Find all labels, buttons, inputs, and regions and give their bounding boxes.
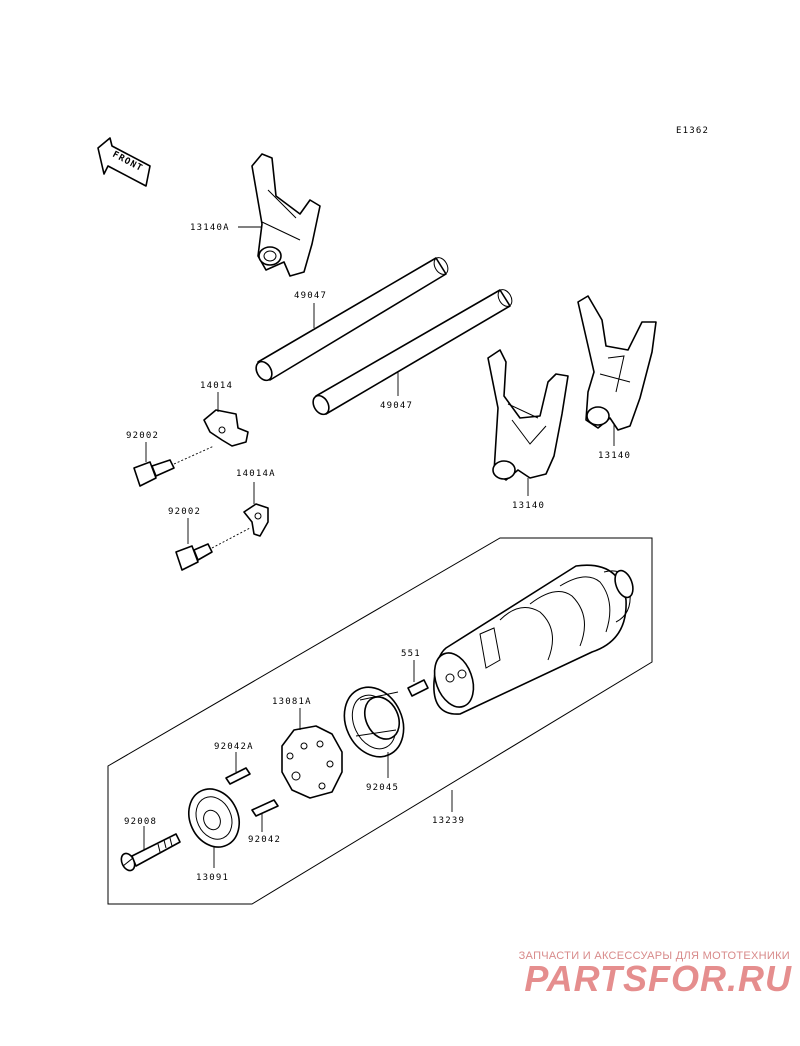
- label-13239: 13239: [432, 816, 465, 826]
- label-92008: 92008: [124, 817, 157, 827]
- label-13140a: 13140A: [190, 223, 230, 233]
- label-49047-2: 49047: [380, 401, 413, 411]
- watermark-caption: ЗАПЧАСТИ И АКСЕССУАРЫ ДЛЯ МОТОТЕХНИКИ: [518, 950, 790, 962]
- front-arrow-icon: FRONT: [97, 137, 151, 187]
- label-49047-1: 49047: [294, 291, 327, 301]
- label-14014: 14014: [200, 381, 233, 391]
- shift-fork-shaft-1: [255, 257, 449, 382]
- pin-551: [407, 679, 429, 697]
- shift-cam-13081a: [281, 725, 343, 799]
- bolt-92002-1: [133, 445, 215, 487]
- plate-13091: [188, 788, 240, 848]
- label-92002-1: 92002: [126, 431, 159, 441]
- plate-14014a: [243, 503, 269, 537]
- label-92045: 92045: [366, 783, 399, 793]
- label-92002-2: 92002: [168, 507, 201, 517]
- drum-assembly-box: [107, 537, 653, 905]
- ref-code: E1362: [676, 126, 709, 136]
- pin-92042a: [225, 767, 251, 785]
- label-14014a: 14014A: [236, 469, 276, 479]
- label-551: 551: [401, 649, 421, 659]
- bolt-92008: [120, 833, 181, 872]
- plate-14014: [203, 409, 249, 447]
- label-92042: 92042: [248, 835, 281, 845]
- label-13140-mid: 13140: [512, 501, 545, 511]
- shift-fork-13140-right: [577, 295, 657, 431]
- label-13081a: 13081A: [272, 697, 312, 707]
- label-13140-right: 13140: [598, 451, 631, 461]
- bolt-92002-2: [175, 527, 251, 571]
- shift-fork-13140a: [251, 153, 321, 277]
- pin-92042: [251, 799, 279, 817]
- label-13091: 13091: [196, 873, 229, 883]
- bearing-92045: [343, 686, 405, 758]
- watermark-logo: PARTSFOR.RU: [524, 958, 792, 999]
- shift-drum: [433, 564, 634, 715]
- shift-fork-13140-mid: [487, 349, 569, 481]
- shift-fork-shaft-2: [312, 289, 513, 416]
- label-92042a: 92042A: [214, 742, 254, 752]
